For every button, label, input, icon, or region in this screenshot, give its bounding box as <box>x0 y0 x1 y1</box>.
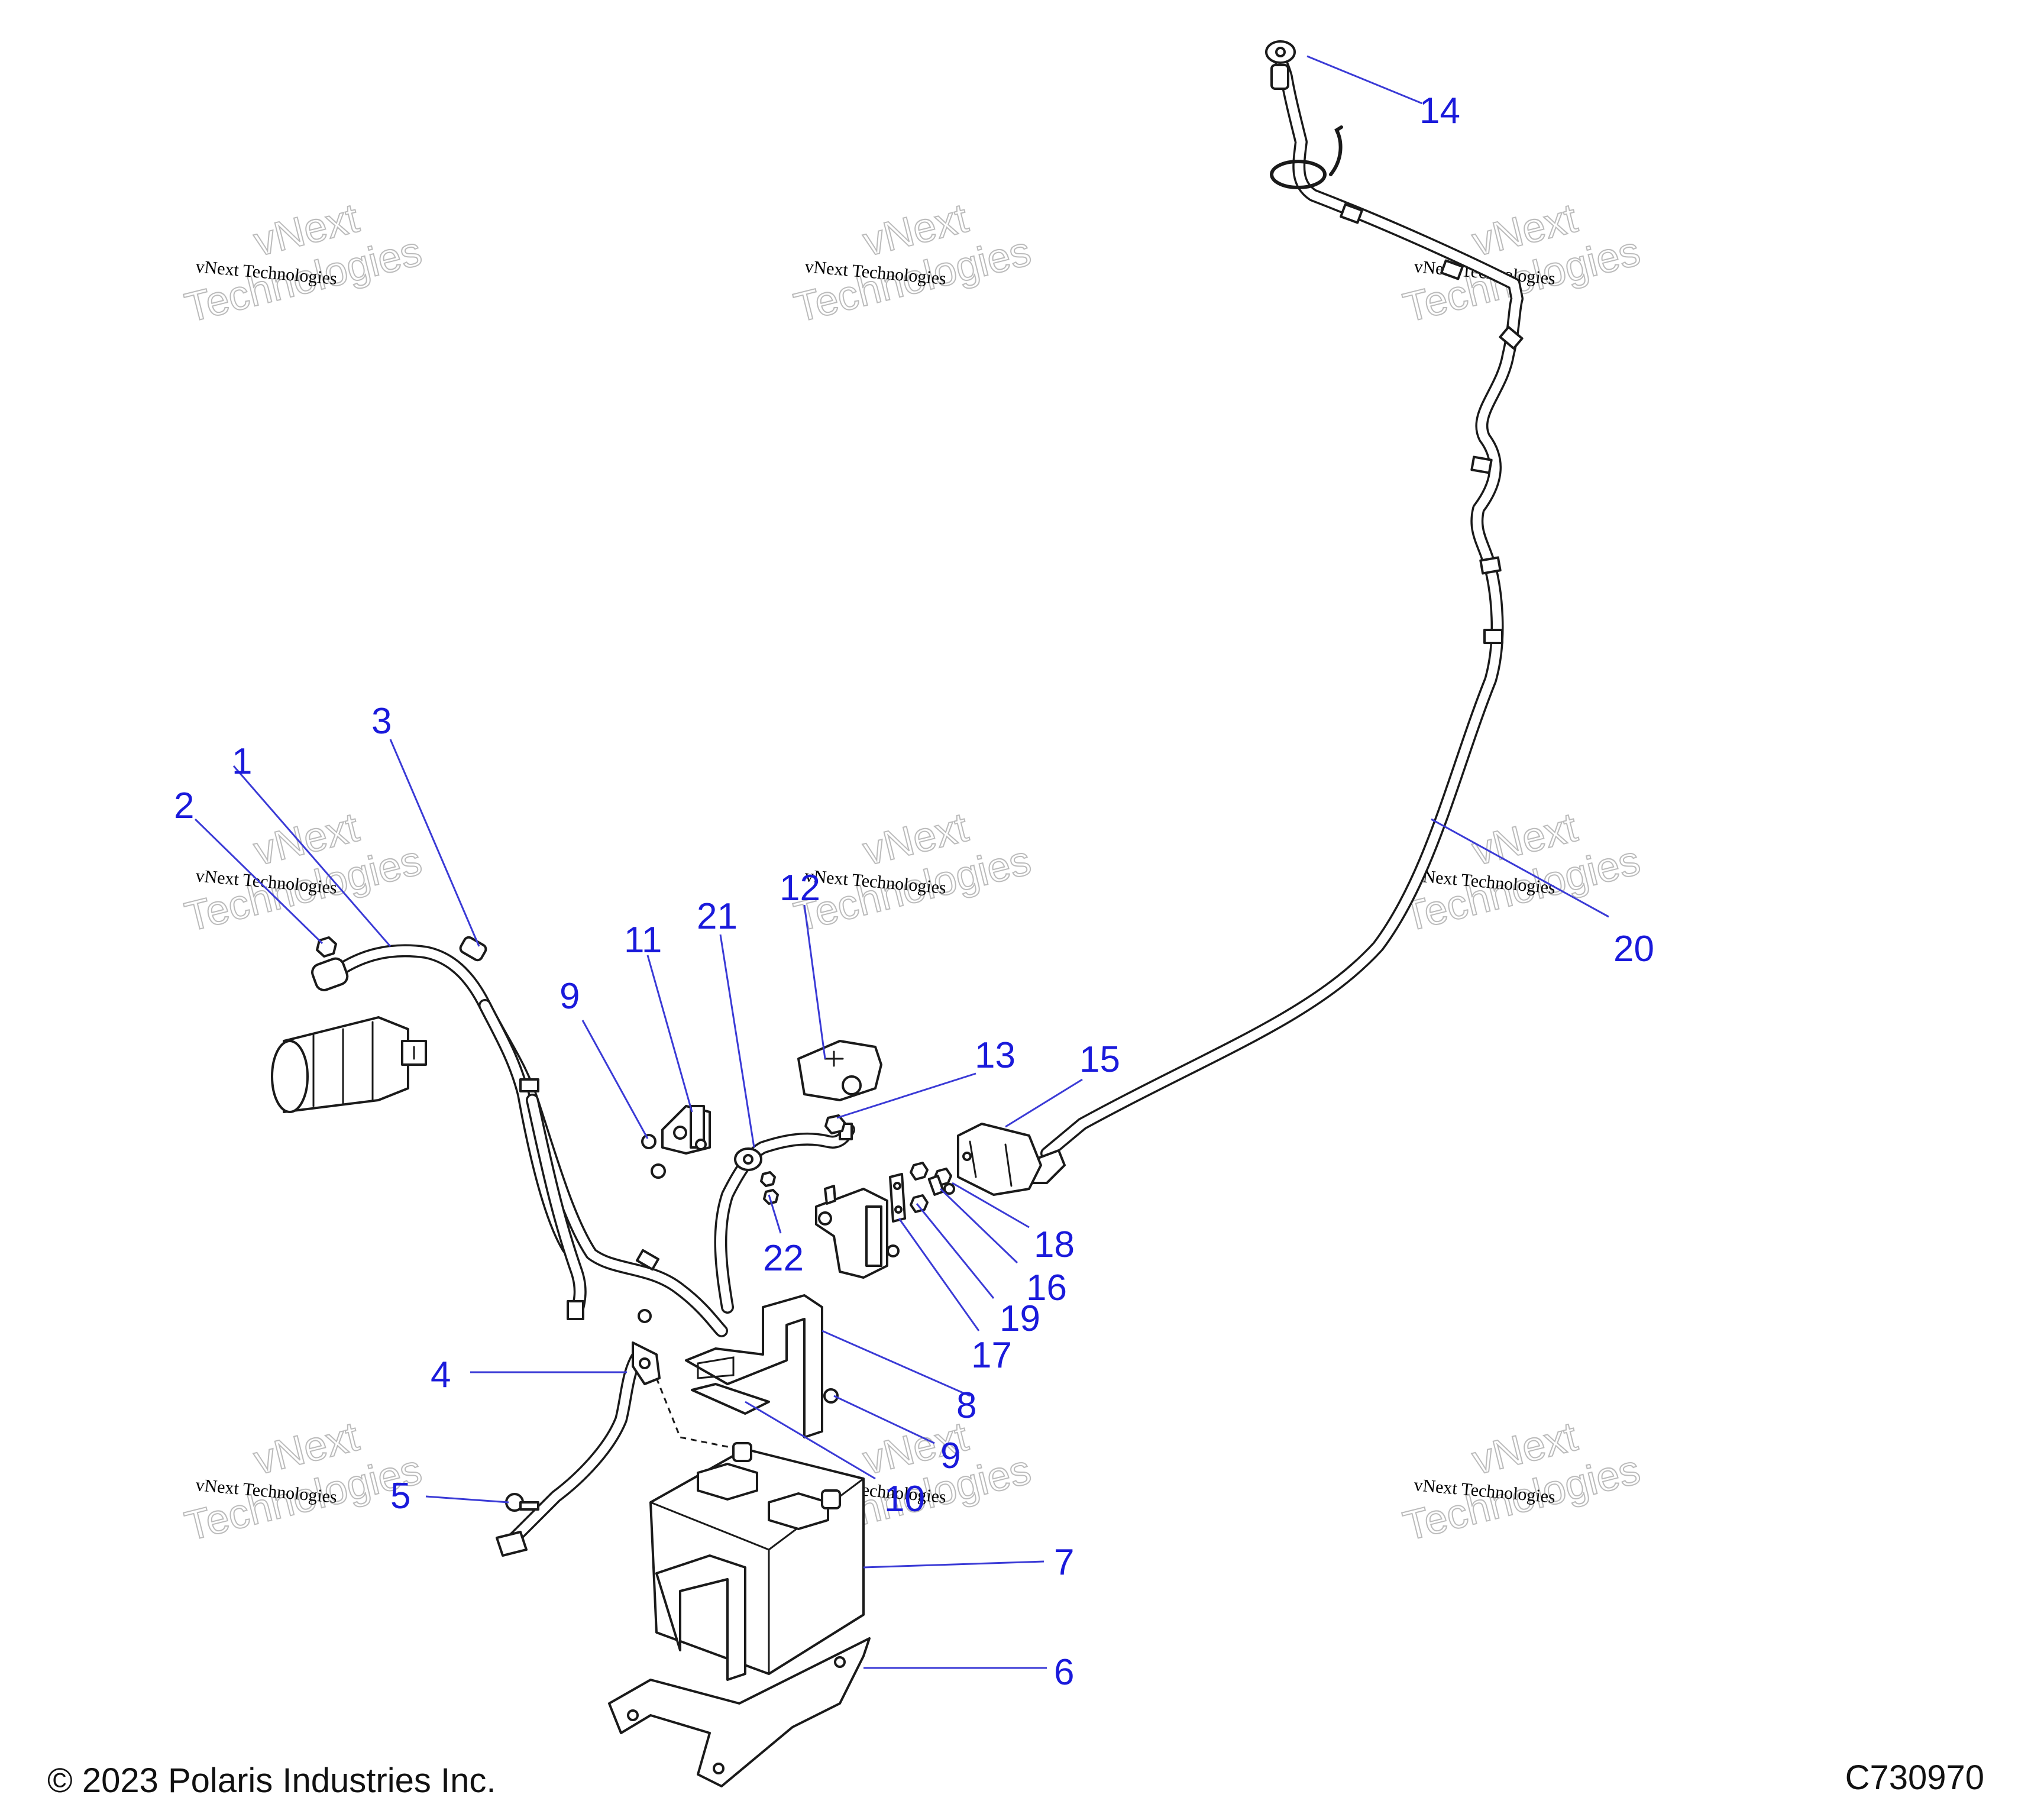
callout-11: 11 <box>624 920 662 961</box>
terminal-cover <box>797 1040 882 1101</box>
callout-9-lower: 9 <box>940 1436 960 1476</box>
callout-22: 22 <box>763 1238 804 1279</box>
callout-3: 3 <box>371 701 392 742</box>
hold-down-bracket <box>685 1294 823 1438</box>
callout-12: 12 <box>780 868 820 908</box>
callout-labels: 1 2 3 4 5 6 7 8 9 9 10 11 12 13 14 15 16… <box>174 90 1654 1693</box>
fuse-box <box>957 1123 1042 1196</box>
bolt <box>641 1134 666 1179</box>
watermark: vNext Technologies vNext Technologies <box>1398 1412 1645 1550</box>
battery-pad <box>691 1383 770 1415</box>
callout-21: 21 <box>697 896 738 937</box>
callout-7: 7 <box>1054 1542 1074 1583</box>
battery <box>649 1442 865 1675</box>
bracket-plate <box>889 1173 906 1223</box>
watermark: vNext Technologies vNext Technologies <box>180 1412 426 1550</box>
nuts-22 <box>760 1171 779 1205</box>
copyright-text: © 2023 Polaris Industries Inc. <box>47 1761 496 1800</box>
bolt-9-lower <box>823 1388 839 1404</box>
watermark: vNext Technologies vNext Technologies <box>789 803 1036 940</box>
drawing-number: C730970 <box>1845 1758 1984 1797</box>
callout-1: 1 <box>232 741 252 782</box>
callout-20: 20 <box>1613 929 1654 969</box>
watermark: vNext Technologies vNext Technologies <box>789 194 1036 331</box>
starter-motor <box>271 1016 427 1113</box>
callout-14: 14 <box>1419 90 1460 131</box>
watermark: vNext Technologies vNext Technologies <box>180 194 426 331</box>
leader-lines <box>194 55 1609 1669</box>
watermark: vNext Technologies vNext Technologies <box>1398 194 1645 331</box>
callout-5: 5 <box>390 1476 410 1517</box>
callout-2: 2 <box>174 785 194 826</box>
callout-17: 17 <box>971 1335 1012 1376</box>
negative-cable <box>496 1309 661 1557</box>
bolt-5 <box>505 1493 539 1512</box>
small-fasteners <box>910 1162 955 1213</box>
fuse-holder <box>815 1185 900 1279</box>
callout-6: 6 <box>1054 1652 1074 1693</box>
callout-16: 16 <box>1026 1268 1067 1308</box>
callout-4: 4 <box>431 1354 451 1395</box>
callout-8: 8 <box>956 1385 976 1426</box>
positive-cable-long <box>1016 40 1524 1184</box>
callout-19: 19 <box>1000 1298 1040 1339</box>
battery-tray <box>608 1554 871 1787</box>
watermark: vNext Technologies vNext Technologies <box>180 803 426 940</box>
solenoid <box>661 1105 711 1155</box>
starter-cable <box>311 936 728 1337</box>
callout-9-upper: 9 <box>559 976 580 1017</box>
callout-13: 13 <box>975 1035 1015 1076</box>
nut-13 <box>824 1114 846 1134</box>
callout-15: 15 <box>1079 1039 1120 1080</box>
callout-18: 18 <box>1034 1224 1075 1265</box>
callout-10: 10 <box>884 1479 925 1519</box>
